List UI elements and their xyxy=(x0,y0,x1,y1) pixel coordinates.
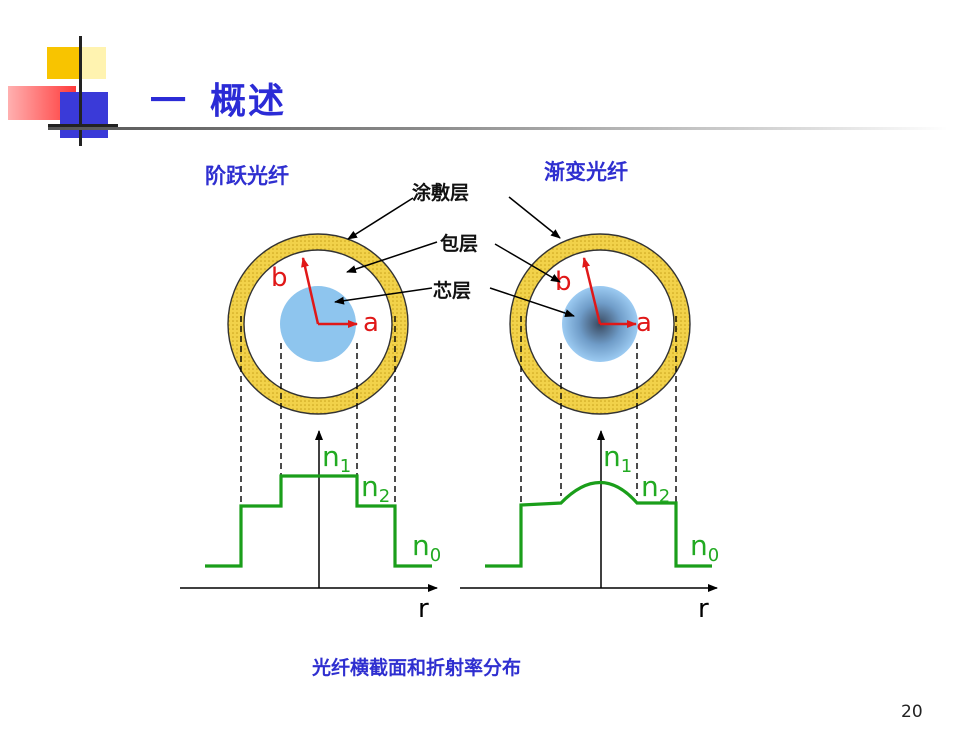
step-index-profile xyxy=(205,474,432,568)
label-graded-fiber: 渐变光纤 xyxy=(544,160,628,184)
cladding-pointer-right xyxy=(494,243,561,283)
label-coating: 涂敷层 xyxy=(412,182,470,204)
step-radius-a-label: a xyxy=(363,308,379,338)
label-step-fiber: 阶跃光纤 xyxy=(205,164,289,188)
label-core: 芯层 xyxy=(433,280,472,302)
cladding-pointer-left xyxy=(346,241,438,273)
step-n0-label: n0 xyxy=(412,529,441,566)
core-pointer-right xyxy=(489,287,575,317)
graded-radius-a-label: a xyxy=(636,308,652,338)
title-underline xyxy=(48,127,948,130)
step-n2-label: n2 xyxy=(361,470,390,507)
graded-fiber-cross-section: b a xyxy=(509,233,691,415)
title-dash: 一 xyxy=(150,81,189,122)
page-number: 20 xyxy=(901,702,923,722)
label-pointers xyxy=(334,196,575,317)
step-coating-ring xyxy=(228,234,408,414)
logo-decoration xyxy=(0,0,140,160)
coating-pointer-left xyxy=(347,197,414,240)
graded-n2-label: n2 xyxy=(641,470,670,507)
title-text: 概述 xyxy=(210,81,287,122)
slide-title: 一概述 xyxy=(150,72,286,124)
step-n1-label: n1 xyxy=(322,440,351,477)
graded-radius-b-label: b xyxy=(555,267,572,297)
core-pointer-left xyxy=(334,287,433,305)
projection-lines xyxy=(240,316,677,506)
profile-axes xyxy=(180,430,718,592)
graded-coating-ring xyxy=(510,234,690,414)
graded-n1-label: n1 xyxy=(603,440,632,477)
label-cladding: 包层 xyxy=(440,233,479,255)
step-radius-b-label: b xyxy=(271,263,288,293)
graded-radius-b-arrow xyxy=(582,257,602,325)
step-r-axis-label: r xyxy=(418,594,429,624)
graded-index-profile xyxy=(485,480,712,568)
step-fiber-cross-section: b a xyxy=(227,233,409,415)
step-radius-b-arrow xyxy=(301,257,320,325)
graded-n0-label: n0 xyxy=(690,529,719,566)
coating-pointer-right xyxy=(508,196,561,239)
figure-caption: 光纤横截面和折射率分布 xyxy=(312,657,522,679)
graded-r-axis-label: r xyxy=(698,594,709,624)
